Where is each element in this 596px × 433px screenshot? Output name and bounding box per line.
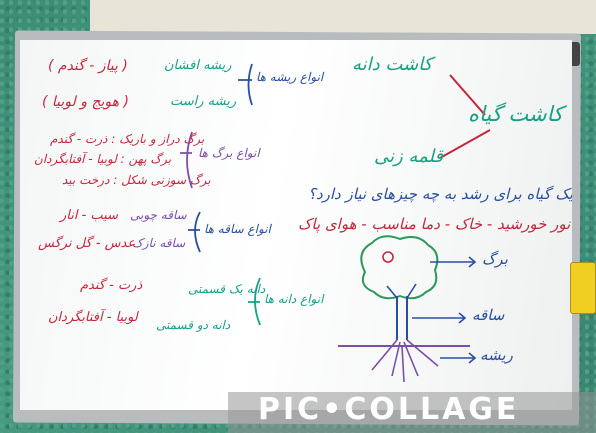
tree-trunk	[396, 296, 408, 340]
seed-planting-label: کاشت دانه	[352, 54, 433, 75]
tree-branch	[386, 283, 417, 299]
arrow-stem	[412, 312, 467, 324]
needs-question: یک گیاه برای رشد به چه چیزهای نیاز دارد؟	[308, 185, 572, 203]
woody-stem: ساقه چوبی	[130, 208, 187, 222]
apple-icon	[382, 251, 394, 263]
leaf-label: برگ	[482, 250, 508, 268]
leaves-line-3: برگ سوزنی شکل : درخت بید	[62, 173, 211, 187]
board-eraser	[570, 262, 596, 314]
board-drawings	[180, 63, 491, 383]
picollage-watermark: PIC•COLLAGE	[228, 392, 596, 433]
roots-bracket	[238, 63, 253, 106]
leaves-bracket	[180, 131, 193, 189]
tap-root: ریشه راست	[170, 94, 237, 109]
leaves-line-1: برگ دراز و باریک : ذرت - گندم	[50, 132, 205, 146]
roots-heading: انواع ریشه ها	[256, 70, 324, 84]
tree-canopy	[360, 235, 439, 300]
seeds-bracket	[248, 277, 261, 326]
stems-bracket	[188, 211, 201, 253]
woody-stem-example: سیب - انار	[60, 208, 119, 223]
seeds-heading: انواع دانه ها	[264, 292, 324, 306]
fibrous-root: ریشه افشان	[164, 58, 232, 73]
monocot-seed-example: ذرت - گندم	[80, 278, 143, 293]
tree-roots	[371, 339, 439, 383]
plant-planting-title: کاشت گیاه	[468, 102, 564, 126]
leaves-line-2: برگ پهن : لوبیا - آفتابگردان	[34, 152, 172, 166]
dicot-seed-example: لوبیا - آفتابگردان	[48, 310, 138, 325]
watermark-text: PIC•COLLAGE	[258, 392, 520, 427]
stem-label: ساقه	[472, 306, 505, 324]
arrow-root	[440, 352, 477, 364]
leaves-heading: انواع برگ ها	[198, 146, 260, 160]
needs-answer: آب کافی - نور خورشید - خاک - دما مناسب -…	[298, 215, 572, 233]
dicot-seed: دانه دو قسمتی	[156, 318, 231, 332]
wall-top-strip	[90, 0, 596, 34]
tap-root-example: ( هویج و لوبیا )	[42, 94, 129, 110]
stems-heading: انواع ساقه ها	[204, 222, 271, 236]
line-to-seed	[449, 74, 486, 116]
soft-stem: ساقه نازک	[132, 236, 186, 250]
soft-stem-example: عدس - گل نرگس	[38, 236, 136, 251]
monocot-seed: دانه یک قسمتی	[188, 282, 266, 296]
fibrous-root-example: ( پیاز - گندم )	[48, 58, 128, 74]
whiteboard: کاشت دانه کاشت گیاه قلمه زنی یک گیاه برا…	[20, 40, 572, 410]
arrow-leaf	[430, 256, 477, 268]
cutting-label: قلمه زنی	[374, 146, 444, 167]
line-to-cutting	[439, 129, 491, 159]
root-label: ریشه	[480, 346, 513, 364]
